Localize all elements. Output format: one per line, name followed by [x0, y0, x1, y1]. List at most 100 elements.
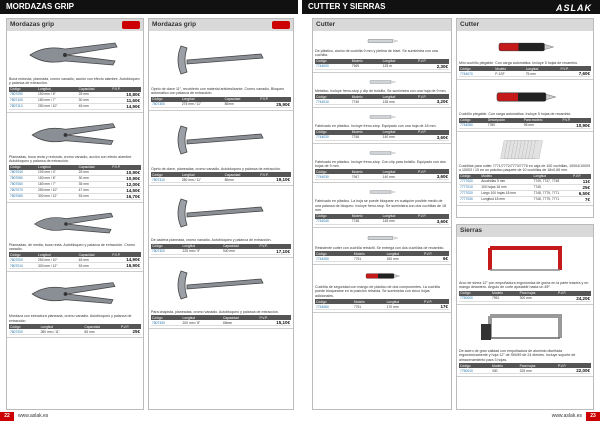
product-spec: 30 mm [77, 97, 112, 104]
product-spec: 140 mm [381, 174, 417, 181]
product-image [315, 110, 449, 124]
product-item: De plástico, ancho de cuchilla 9 mm y pl… [313, 31, 451, 73]
table-header: P.V.P. [416, 58, 449, 64]
table-header: Capacidad [222, 243, 259, 249]
table-header: Código [315, 299, 353, 305]
table-header: P.V.P. [119, 324, 141, 330]
product-spec: 7751 [352, 304, 386, 311]
product-spec: 47 mm [77, 187, 112, 194]
table-header: Longitud [381, 58, 417, 64]
table-header: P.V.P. [258, 315, 291, 321]
product-spec: 330 [491, 368, 519, 374]
table-header: Para hojas [518, 363, 557, 369]
table-header: Capacidad [223, 172, 260, 178]
product-price: 14,50€ [111, 187, 141, 194]
brand-badge [122, 21, 140, 29]
product-price: 25€ [572, 184, 591, 191]
product-code: 7807330 [151, 320, 182, 326]
product-code: 7807060 [9, 181, 38, 188]
product-spec: 150 mm / 6" [37, 175, 78, 182]
product-spec: 53 mm [77, 262, 112, 270]
page-number-left: 22 [0, 412, 14, 421]
product-spec: 150 mm / 6" [37, 91, 78, 98]
product-code: 7744010 [315, 99, 351, 106]
product-spec: 7749, 7747, 7748 [532, 178, 573, 185]
product-price: 24,20€ [556, 295, 591, 302]
section-header-right-text: CUTTER Y SIERRAS [308, 2, 386, 11]
product-spec: 250 mm / 10" [37, 257, 78, 264]
table-header: Longitud [385, 299, 423, 305]
table-header: Código [459, 117, 487, 123]
table-header: Longitud [381, 94, 417, 100]
product-item: Opelo de clave, planeadas, cromo vanadio… [149, 111, 293, 187]
table-header: Modelo [491, 290, 519, 296]
product-image [151, 113, 291, 167]
product-spec: 53 mm [77, 193, 112, 200]
table-header: P.V.P. [416, 94, 449, 100]
product-price: 14,90€ [111, 103, 141, 110]
product-image [459, 82, 591, 112]
product-code: 7744070 [459, 71, 495, 78]
table-header: Longitud [37, 252, 78, 258]
column-title: Sierras [457, 225, 593, 237]
table-header: Modelo [350, 129, 382, 135]
column-title: Cutter [313, 19, 451, 31]
product-spec: 45 mm [77, 257, 112, 264]
product-description: Planeadas, boca recta y redonda, cromo v… [9, 154, 133, 164]
product-code: 7807000 [9, 257, 38, 264]
table-header: Longitud [381, 169, 417, 175]
product-price: 3,60€ [416, 174, 449, 181]
product-spec: 250 mm / 10" [37, 103, 78, 110]
product-price: 11,60€ [111, 97, 141, 104]
table-header: P.V.P. [556, 290, 591, 296]
product-item: Opelo de clave 11", recubierto con mater… [149, 31, 293, 111]
product-code: 7807300 [151, 101, 181, 108]
table-header: Longitud [181, 315, 222, 321]
product-spec: 65mm [222, 320, 259, 326]
table-header: Código [9, 164, 38, 170]
product-image [315, 146, 449, 160]
product-spec: Acuchillas 9 mm [480, 178, 533, 185]
product-spec: 7751 [352, 256, 386, 263]
column-cutter-1: Cutter De plástico, ancho de cuchilla 9 … [312, 18, 452, 410]
product-item: Arco de sierra 12" con empuñadura ergonó… [457, 237, 593, 305]
product-image [315, 185, 449, 199]
product-price: 10,90€ [111, 175, 141, 182]
section-header-right: CUTTER Y SIERRAS ASLAK [302, 0, 600, 14]
product-spec: 125 m [381, 63, 417, 70]
product-item: Fabricado en plástico. La hoja se puede … [313, 183, 451, 228]
table-header: P.V.P. [422, 251, 449, 257]
column-title: Mordazas grip [7, 19, 143, 31]
table-header: Modelo [350, 94, 382, 100]
product-item: Metálico. Incluye freno-stop y clip de b… [313, 73, 451, 109]
product-item: Planeadas, de media, boca recta. Autoblo… [7, 203, 143, 273]
product-spec: 7745 [350, 99, 382, 106]
product-code: 7807320 [151, 248, 182, 255]
product-spec: 75 mm [524, 71, 560, 78]
product-description: Planeadas, de media, boca recta. Autoblo… [9, 242, 136, 252]
product-description: De cadena planeada, cromo vanadio. Autob… [151, 238, 272, 243]
product-spec: 200 mm / 8" [181, 320, 222, 326]
product-price: 16,90€ [111, 262, 141, 270]
product-code: 7744030 [315, 174, 351, 181]
product-spec: 300 mm / 12" [37, 193, 78, 200]
product-price: 22,00€ [556, 368, 591, 374]
section-header-left: MORDAZAS GRIP [0, 0, 298, 14]
product-price: 19,10€ [259, 177, 291, 184]
product-code: 7807040 [9, 169, 38, 176]
